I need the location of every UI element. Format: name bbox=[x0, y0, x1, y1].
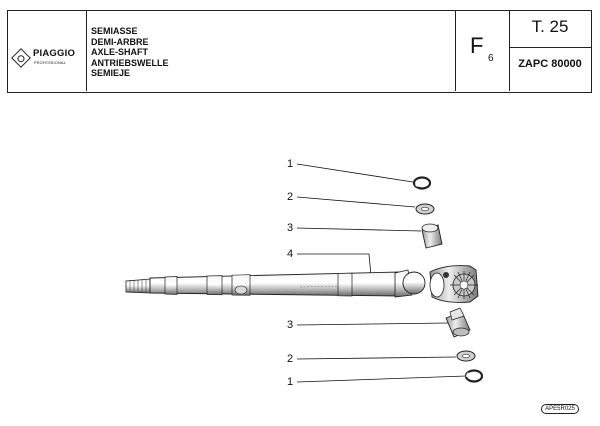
section-letter: F bbox=[470, 33, 484, 58]
title-french: DEMI-ARBRE bbox=[91, 36, 149, 47]
callout-label: 2 bbox=[287, 191, 293, 203]
title-spanish: SEMIEJE bbox=[91, 68, 131, 79]
model-code: ZAPC 80000 bbox=[518, 58, 582, 70]
table-cell: T. 25 ZAPC 80000 bbox=[509, 11, 591, 91]
logo-block: PIAGGIO PROFESSIONAL bbox=[8, 11, 87, 91]
circlip-bottom bbox=[464, 369, 484, 383]
title-english: AXLE-SHAFT bbox=[91, 47, 148, 58]
drawing-reference: APE5R025 bbox=[541, 404, 579, 414]
callout-1-top: 1 bbox=[287, 158, 414, 183]
table-divider bbox=[509, 47, 591, 48]
brand-name: PIAGGIO bbox=[33, 48, 76, 59]
circlip-top bbox=[412, 176, 432, 190]
callout-label: 1 bbox=[287, 158, 293, 170]
callout-label: 3 bbox=[287, 222, 293, 234]
axle-shaft bbox=[125, 269, 426, 298]
part-titles: SEMIASSE DEMI-ARBRE AXLE-SHAFT ANTRIEBSW… bbox=[91, 26, 451, 79]
callout-3-bottom: 3 bbox=[287, 319, 449, 331]
pin-top bbox=[421, 223, 443, 249]
callout-4: 4 bbox=[287, 248, 372, 277]
title-block: PIAGGIO PROFESSIONAL SEMIASSE DEMI-ARBRE… bbox=[7, 10, 592, 93]
callout-2-bottom: 2 bbox=[287, 353, 457, 365]
washer-top bbox=[415, 203, 435, 215]
section-number: 6 bbox=[488, 53, 494, 64]
callout-label: 4 bbox=[287, 248, 293, 260]
callout-3-top: 3 bbox=[287, 222, 422, 234]
differential-gear bbox=[429, 265, 479, 303]
pin-bottom bbox=[445, 307, 471, 338]
callout-label: 3 bbox=[287, 319, 293, 331]
brand-subtitle: PROFESSIONAL bbox=[34, 61, 66, 65]
table-number: T. 25 bbox=[531, 17, 569, 36]
callout-1-bottom: 1 bbox=[287, 375, 467, 388]
callout-label: 2 bbox=[287, 353, 293, 365]
callout-2-top: 2 bbox=[287, 191, 416, 208]
title-italian: SEMIASSE bbox=[91, 26, 138, 36]
title-german: ANTRIEBSWELLE bbox=[91, 57, 169, 68]
callout-label: 1 bbox=[287, 376, 293, 388]
section-cell: F 6 bbox=[455, 11, 510, 91]
washer-bottom bbox=[456, 350, 476, 362]
